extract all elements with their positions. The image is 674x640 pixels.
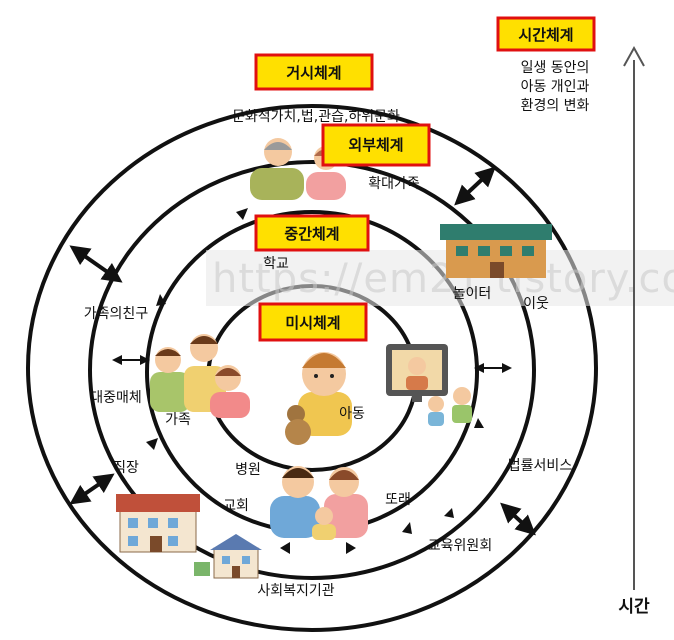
grandparents-illustration (250, 138, 346, 200)
macro-ring (26, 104, 598, 632)
header-macro-text: 거시체계 (286, 64, 341, 82)
flow-arrow-5 (346, 542, 356, 554)
flow-arrow-6 (402, 522, 412, 534)
flow-arrow-7 (444, 508, 454, 518)
label-welfare-agency: 사회복지기관 (257, 583, 334, 599)
flow-arrow-8 (474, 418, 484, 428)
header-micro-text: 미시체계 (285, 314, 340, 332)
chrono-desc-line-2: 아동 개인과 (521, 79, 590, 95)
header-meso: 중간체계 (254, 214, 370, 252)
kids-at-monitor-illustration (428, 387, 472, 426)
header-meso-text: 중간체계 (284, 225, 339, 243)
label-child: 아동 (339, 406, 365, 422)
label-family: 가족 (165, 412, 191, 428)
arrow-macro-lowleft (69, 473, 115, 505)
label-playground: 놀이터 (453, 286, 492, 302)
exo-ring (88, 160, 536, 580)
watermark-band (206, 250, 674, 306)
label-family-friends: 가족의친구 (84, 306, 149, 322)
interaction-arrows (69, 166, 536, 536)
label-mass-media: 대중매체 (90, 390, 142, 406)
arrow-macro-lowright (500, 502, 536, 536)
arrow-exo-topright (454, 166, 496, 206)
header-chrono-text: 시간체계 (518, 26, 573, 44)
label-education-committee: 교육위원회 (428, 538, 492, 554)
chrono-desc-line-1: 일생 동안의 (521, 60, 590, 76)
time-axis-label: 시간 (618, 597, 650, 617)
family-illustration (150, 334, 250, 418)
flow-arrow-2 (156, 294, 166, 306)
building-playground-illustration (440, 224, 552, 278)
arrow-macro-left (69, 245, 123, 283)
label-extended-family: 확대가족 (368, 176, 420, 192)
header-exo: 외부체계 (321, 123, 431, 167)
label-peers: 또래 (385, 492, 411, 508)
time-axis-arrowhead (623, 45, 645, 67)
label-neighbor: 이웃 (523, 296, 549, 312)
church-building-illustration (116, 494, 200, 553)
chrono-desc-line-3: 환경의 변화 (521, 98, 590, 114)
watermark-text: https://em21.tistory.com (212, 256, 674, 302)
welfare-building-illustration (194, 534, 262, 579)
label-school: 학교 (263, 256, 289, 272)
header-micro: 미시체계 (258, 302, 368, 342)
label-culture: 문화적가치,법,관습,하위문화 (232, 109, 400, 125)
label-hospital: 병원 (235, 462, 261, 478)
header-exo-text: 외부체계 (348, 136, 403, 154)
label-church: 교회 (223, 498, 249, 514)
peers-illustration (270, 466, 368, 540)
header-chrono: 시간체계 (496, 16, 596, 52)
flow-arrow-3 (146, 438, 158, 450)
label-legal-services: 법률서비스 (508, 458, 573, 474)
flow-arrow-4 (280, 542, 290, 554)
child-illustration (285, 352, 352, 445)
flow-arrow-1 (236, 208, 248, 220)
ring-flow-arrows (146, 208, 484, 554)
header-macro: 거시체계 (254, 53, 374, 91)
monitor-illustration (386, 344, 448, 402)
label-workplace: 직장 (113, 460, 139, 476)
